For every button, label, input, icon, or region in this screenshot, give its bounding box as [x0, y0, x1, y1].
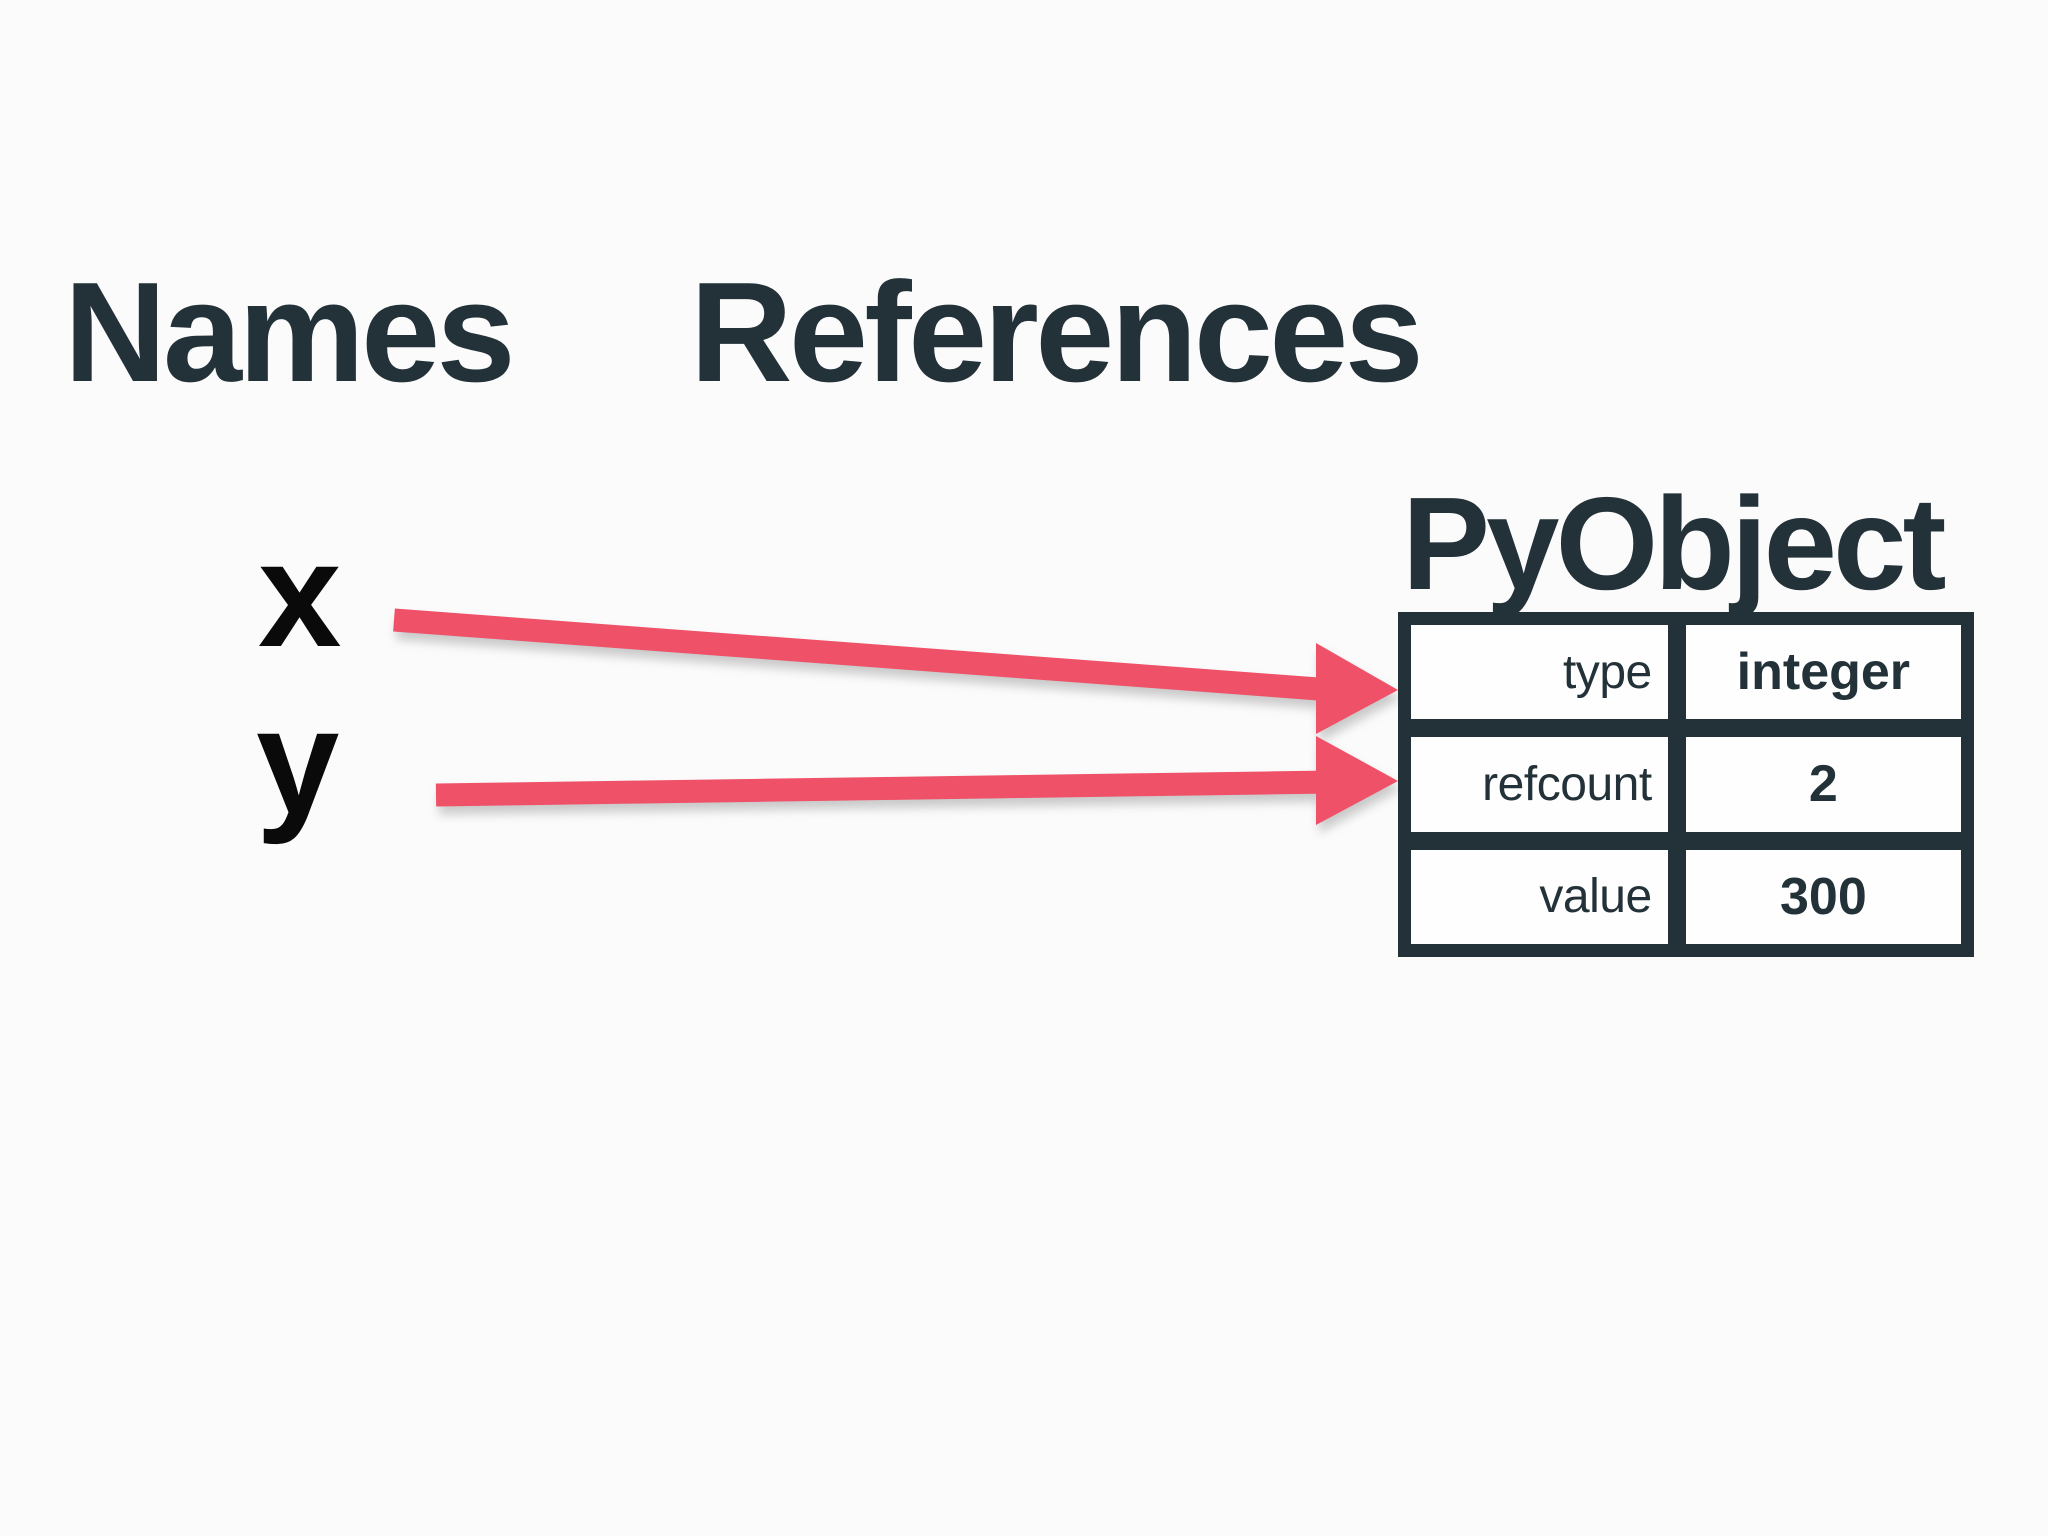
pyobject-table: type integer refcount 2 value 300	[1398, 612, 1974, 957]
table-value-type: integer	[1685, 625, 1961, 720]
x-arrow-head-icon	[1316, 643, 1398, 734]
x-arrow-shaft	[393, 608, 1333, 702]
y-arrow-shaft	[435, 770, 1333, 807]
y-arrow-head-icon	[1316, 736, 1398, 825]
variable-x-label: x	[258, 510, 342, 678]
table-field-value: value	[1411, 849, 1668, 944]
variable-y-label: y	[256, 677, 340, 845]
table-field-type: type	[1411, 625, 1668, 720]
names-heading: Names	[64, 253, 516, 412]
table-value-refcount: 2	[1685, 737, 1961, 832]
references-heading: References	[690, 253, 1424, 412]
x-reference-arrow	[393, 608, 1398, 734]
y-reference-arrow	[435, 736, 1398, 825]
table-value-value: 300	[1685, 849, 1961, 944]
pyobject-title: PyObject	[1402, 470, 1947, 617]
table-field-refcount: refcount	[1411, 737, 1668, 832]
